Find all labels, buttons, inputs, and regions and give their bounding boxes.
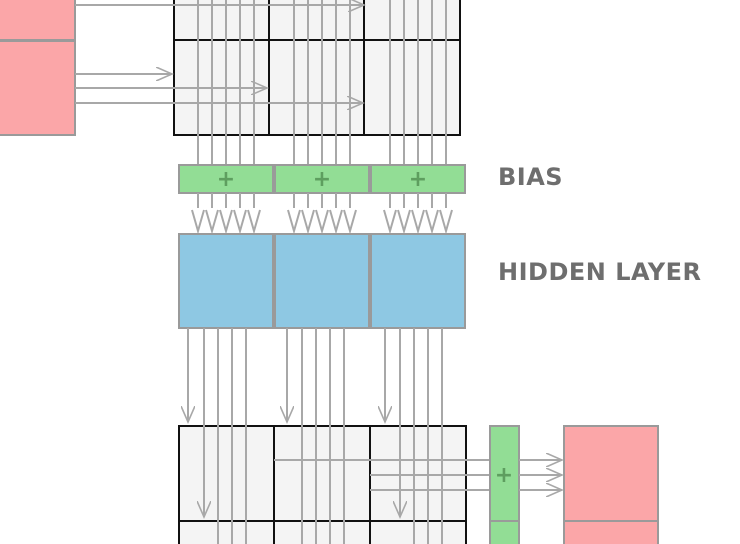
bias-label: BIAS — [498, 163, 564, 191]
bias-cell — [178, 164, 274, 194]
bias-cell — [489, 520, 520, 544]
input-node — [0, 40, 76, 136]
output-nodes — [563, 425, 659, 544]
output-weight-matrix — [178, 425, 467, 544]
hidden-node — [274, 233, 370, 329]
weight-cell — [268, 39, 365, 136]
plus-sign: + — [409, 167, 427, 192]
weight-cell — [363, 0, 461, 41]
output-bias-column: + — [489, 425, 520, 544]
bias-cell — [370, 164, 466, 194]
hidden-output-lines — [188, 328, 443, 544]
weight-cell — [369, 425, 467, 522]
weight-cell — [273, 425, 371, 522]
plus-sign: + — [495, 463, 513, 488]
bias-to-hidden-arrows — [191, 193, 453, 235]
bias-row: + + + — [178, 164, 466, 194]
weight-cell — [363, 39, 461, 136]
plus-sign: + — [313, 167, 331, 192]
input-weight-lines — [197, 0, 447, 165]
weight-cell — [178, 425, 275, 522]
input-node — [0, 0, 76, 41]
weight-cell — [178, 520, 275, 544]
hidden-layer-label: HIDDEN LAYER — [498, 258, 702, 286]
output-node — [563, 520, 659, 544]
weight-cell — [273, 520, 371, 544]
output-sum-lines — [274, 459, 490, 491]
weight-cell — [369, 520, 467, 544]
hidden-node — [178, 233, 274, 329]
hidden-node — [370, 233, 466, 329]
output-node — [563, 425, 659, 522]
hidden-layer — [178, 233, 466, 329]
plus-sign: + — [217, 167, 235, 192]
input-nodes — [0, 0, 76, 136]
output-arrows — [519, 460, 562, 490]
input-arrows — [75, 5, 364, 103]
